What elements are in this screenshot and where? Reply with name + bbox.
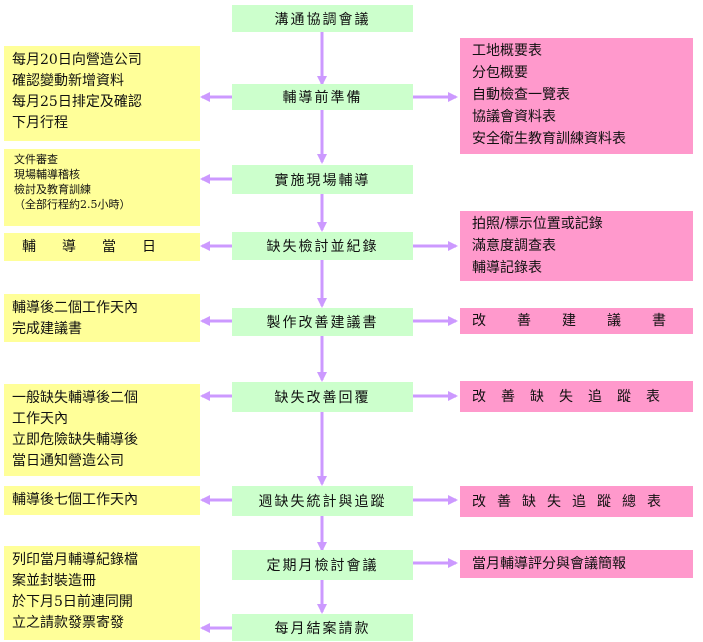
step-deficiency-review-record: 缺失檢討並紀錄: [232, 232, 413, 260]
step-on-site-guidance: 實施現場輔導: [232, 165, 413, 194]
note-tracking-summary-sheet: 改善缺失追蹤總表: [460, 486, 693, 517]
note-two-workdays-suggestion: 輔導後二個工作天內 完成建議書: [4, 294, 200, 342]
note-same-day: 輔導當日: [4, 233, 200, 261]
note-improvement-suggestion-text: 改善建議書: [472, 313, 697, 329]
step-pre-guidance-preparation: 輔導前準備: [232, 84, 413, 110]
note-monthly-score-briefing: 當月輔導評分與會議簡報: [460, 550, 693, 578]
note-monthly-schedule-confirmation: 每月20日向營造公司 確認變動新增資料 每月25日排定及確認 下月行程: [4, 46, 200, 141]
note-tracking-sheet-text: 改善缺失追蹤表: [472, 388, 675, 405]
note-reply-deadlines: 一般缺失輔導後二個 工作天內 立即危險缺失輔導後 當日通知營造公司: [4, 384, 200, 476]
note-improvement-suggestion-doc: 改善建議書: [460, 308, 693, 334]
note-preparation-documents: 工地概要表 分包概要 自動檢查一覽表 協議會資料表 安全衛生教育訓練資料表: [460, 38, 693, 154]
step-deficiency-improvement-reply: 缺失改善回覆: [232, 382, 413, 412]
step-coordination-meeting: 溝通協調會議: [232, 5, 413, 32]
note-closing-documents: 列印當月輔導紀錄檔 案並封裝造冊 於下月5日前連同開 立之請款發票寄發: [4, 546, 200, 640]
note-same-day-text: 輔導當日: [22, 238, 182, 255]
note-seven-workdays: 輔導後七個工作天內: [4, 486, 200, 515]
note-record-documents: 拍照/標示位置或記錄 滿意度調查表 輔導記錄表: [460, 211, 693, 281]
note-tracking-summary-text: 改善缺失追蹤總表: [472, 493, 672, 510]
step-monthly-closing-billing: 每月結案請款: [232, 614, 413, 641]
note-field-guidance-items: 文件審查 現場輔導稽核 檢討及教育訓練 （全部行程約2.5小時）: [4, 149, 200, 226]
step-monthly-review-meeting: 定期月檢討會議: [232, 550, 413, 580]
step-weekly-deficiency-tracking: 週缺失統計與追蹤: [232, 486, 413, 516]
note-tracking-sheet: 改善缺失追蹤表: [460, 381, 693, 412]
step-improvement-suggestion: 製作改善建議書: [232, 308, 413, 336]
